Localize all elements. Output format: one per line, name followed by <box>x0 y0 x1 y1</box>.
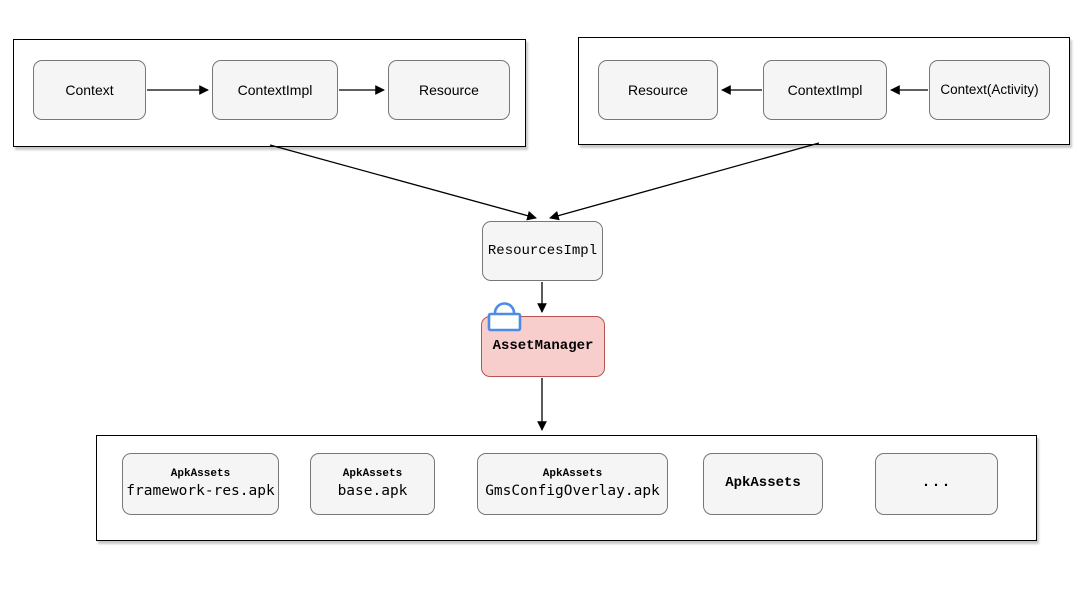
node-contextimpl-left: ContextImpl <box>212 60 338 120</box>
arrow-rightgroup-to-resourcesimpl <box>549 142 820 221</box>
apkassets-subtitle: GmsConfigOverlay.apk <box>485 482 660 499</box>
node-resource-right: Resource <box>598 60 718 120</box>
apkassets-subtitle: framework-res.apk <box>126 482 275 499</box>
lock-icon <box>487 302 522 332</box>
apkassets-title: ApkAssets <box>542 467 603 480</box>
node-apkassets-ellipsis: ... <box>875 453 998 515</box>
node-apkassets-plain: ApkAssets <box>703 453 823 515</box>
node-apkassets-base: ApkAssets base.apk <box>310 453 435 515</box>
node-resource-left: Resource <box>388 60 510 120</box>
ellipsis-label: ... <box>921 474 952 491</box>
node-apkassets-gmsconfigoverlay: ApkAssets GmsConfigOverlay.apk <box>477 453 668 515</box>
node-contextimpl-right: ContextImpl <box>763 60 887 120</box>
apkassets-title: ApkAssets <box>170 467 231 480</box>
apkassets-title: ApkAssets <box>725 474 801 491</box>
node-resourcesimpl: ResourcesImpl <box>482 221 603 281</box>
arrow-leftgroup-to-resourcesimpl <box>269 144 537 221</box>
node-context: Context <box>33 60 146 120</box>
node-apkassets-framework: ApkAssets framework-res.apk <box>122 453 279 515</box>
apkassets-subtitle: base.apk <box>337 482 408 499</box>
apkassets-title: ApkAssets <box>342 467 403 480</box>
node-context-activity: Context(Activity) <box>929 60 1050 120</box>
